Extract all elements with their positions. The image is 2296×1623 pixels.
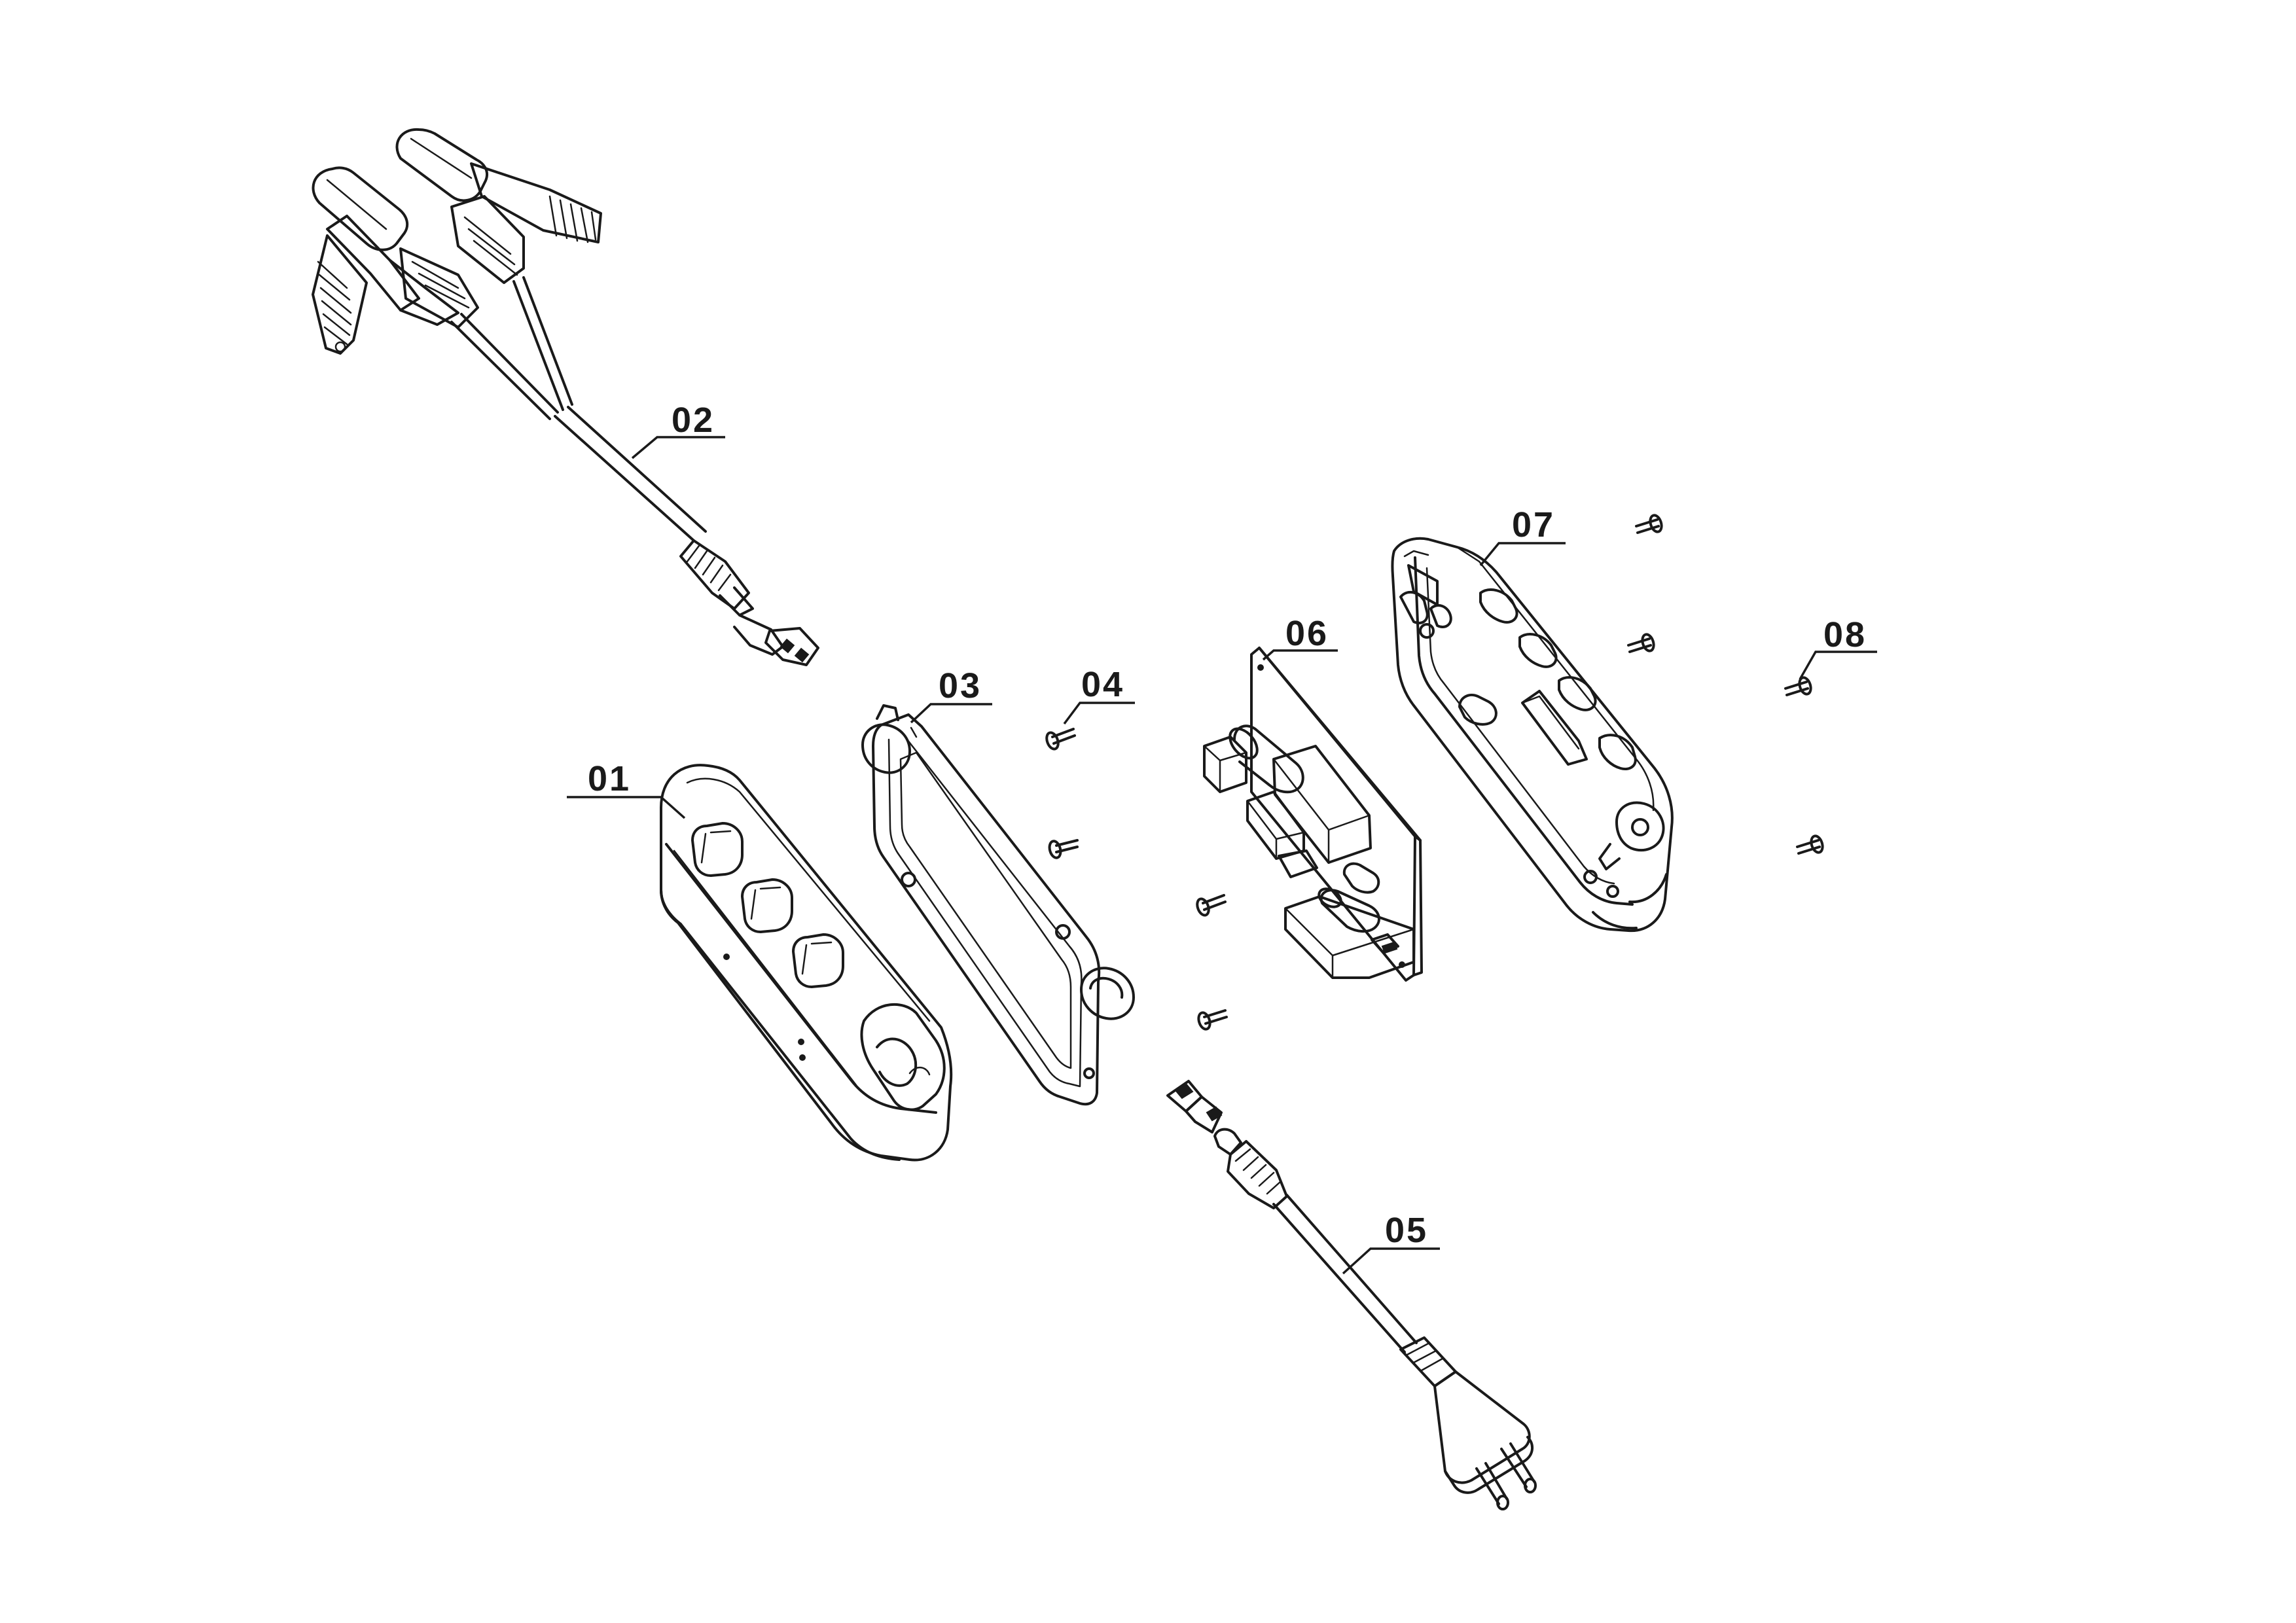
label-04: 04	[1063, 665, 1135, 725]
screw-04-d	[1197, 1009, 1228, 1031]
label-05-text: 05	[1385, 1211, 1428, 1250]
part-05-mains-cable	[1166, 1080, 1537, 1510]
screw-08-b	[1627, 633, 1655, 653]
part-04-screws	[1045, 728, 1228, 1031]
label-07: 07	[1479, 505, 1566, 567]
screw-08-c	[1784, 676, 1812, 696]
label-01-text: 01	[588, 759, 631, 798]
screw-08-d	[1796, 834, 1824, 855]
label-05: 05	[1342, 1211, 1440, 1275]
part-07-rear-housing	[1391, 537, 1674, 933]
label-08-text: 08	[1823, 615, 1867, 654]
clamp-right	[395, 128, 602, 284]
part-03-gasket-frame	[861, 704, 1135, 1106]
part-08-screws	[1627, 514, 1824, 855]
screw-04-c	[1196, 894, 1227, 917]
part-01-front-housing	[660, 764, 953, 1162]
screw-04-a	[1045, 728, 1076, 751]
label-06: 06	[1262, 614, 1338, 661]
label-04-text: 04	[1081, 665, 1124, 704]
housing-button-slots	[691, 822, 844, 988]
label-02-text: 02	[672, 401, 715, 440]
label-03-text: 03	[939, 666, 982, 705]
label-02: 02	[631, 401, 725, 459]
screw-08-a	[1635, 514, 1663, 534]
clamp-left	[312, 166, 479, 355]
label-01: 01	[567, 759, 686, 819]
label-07-text: 07	[1512, 505, 1555, 544]
label-03: 03	[910, 666, 992, 724]
part-06-circuit-board	[1203, 647, 1423, 982]
screw-04-b	[1048, 839, 1079, 859]
label-08: 08	[1799, 615, 1877, 680]
label-06-text: 06	[1285, 614, 1329, 653]
part-02-clamp-cable	[312, 128, 819, 666]
